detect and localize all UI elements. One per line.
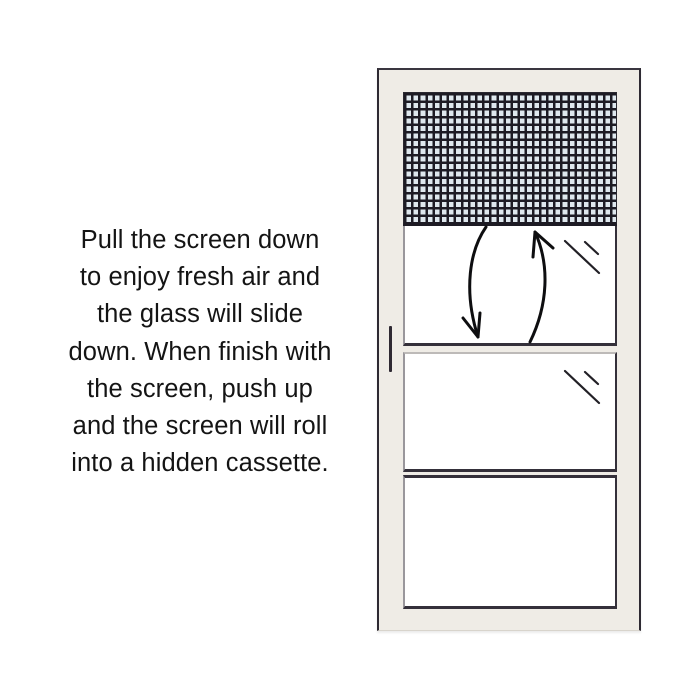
retractable-screen-mesh [403, 92, 617, 226]
middle-glass-panel [403, 352, 617, 472]
caption-line-3: the glass will slide [96, 300, 304, 329]
caption-line-2: to enjoy fresh air and [79, 263, 321, 292]
door-frame [377, 68, 641, 631]
door-handle [389, 326, 392, 372]
caption-line-7: into a hidden cassette. [71, 449, 329, 478]
lower-panel [403, 475, 617, 609]
caption-line-5: the screen, push up [87, 374, 313, 403]
caption-line-4: down. When finish with [68, 337, 332, 366]
caption-line-6: and the screen will roll [72, 412, 328, 441]
upper-glass-panel [403, 226, 617, 346]
instruction-caption: Pull the screen down to enjoy fresh air … [40, 222, 360, 482]
caption-line-1: Pull the screen down [80, 226, 320, 254]
